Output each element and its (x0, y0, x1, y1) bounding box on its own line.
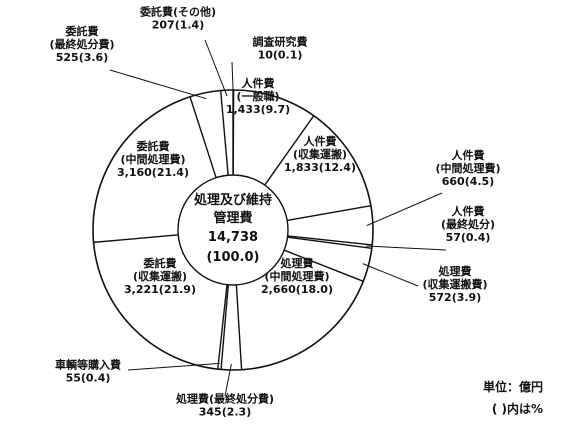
slice-divider-2 (264, 115, 315, 186)
slice-label-7: 処理費(最終処分費)345(2.3) (175, 392, 274, 419)
center-title-line1: 処理及び維持 (193, 192, 272, 208)
center-total: 14,738 (208, 230, 258, 245)
slice-divider-12 (219, 90, 229, 176)
leader-line-5 (362, 263, 419, 287)
slice-label-4: 人件費(最終処分)57(0.4) (441, 204, 495, 244)
leader-line-4 (366, 245, 447, 251)
slice-divider-11 (189, 96, 217, 178)
slice-divider-7 (235, 284, 243, 370)
leader-line-3 (366, 192, 443, 226)
leader-line-8 (127, 362, 221, 371)
leader-line-12 (204, 39, 228, 97)
slice-divider-6 (283, 249, 364, 282)
slice-divider-3 (287, 205, 372, 222)
slice-label-1: 人件費(一般職)1,433(9.7) (226, 76, 290, 116)
slice-divider-5 (287, 236, 372, 250)
percent-note: ( )内は% (491, 402, 543, 416)
slice-label-9: 委託費(収集運搬)3,221(21.9) (124, 256, 196, 296)
slice-divider-9 (217, 284, 228, 370)
donut-inner-circle (177, 174, 289, 286)
leader-line-7 (224, 363, 232, 397)
leader-line-11 (109, 69, 207, 100)
slice-label-11: 委託費(最終処分費)525(3.6) (49, 24, 114, 64)
slice-divider-10 (93, 234, 179, 244)
slice-label-3: 人件費(中間処理費)660(4.5) (435, 148, 500, 188)
slice-label-2: 人件費(収集運搬)1,833(12.4) (284, 134, 356, 174)
center-title-line2: 管理費 (213, 210, 252, 226)
slice-label-10: 委託費(中間処理費)3,160(21.4) (117, 139, 189, 179)
slice-label-5: 処理費(収集運搬費)572(3.9) (422, 264, 487, 304)
slice-divider-4 (287, 235, 373, 246)
slice-label-6: 処理費(中間処理費)2,660(18.0) (261, 256, 333, 296)
center-total-pct: (100.0) (206, 250, 259, 265)
slice-divider-8 (220, 284, 229, 370)
slice-label-12: 委託費(その他)207(1.4) (139, 5, 216, 32)
unit-note: 単位：億円 (482, 380, 543, 394)
